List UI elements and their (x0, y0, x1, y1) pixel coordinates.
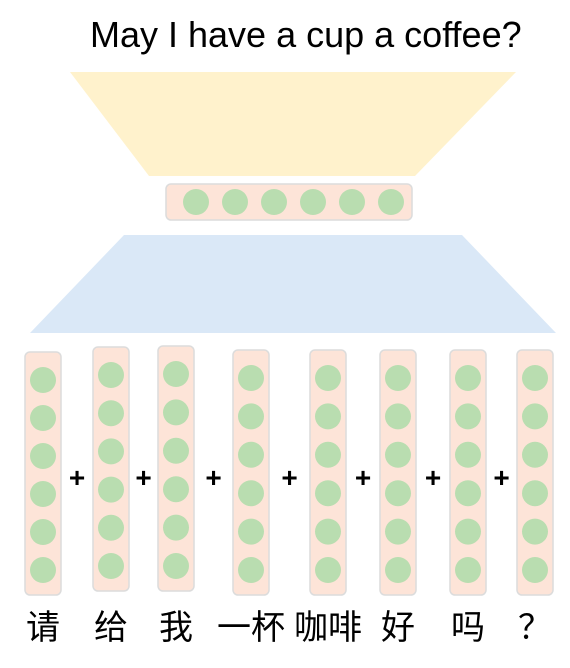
vector-cell (455, 365, 481, 391)
input-word: 给 (94, 608, 128, 648)
vector-cell (238, 557, 264, 583)
vector-cell (183, 189, 209, 215)
vector-cell (385, 518, 411, 545)
vector-cell (163, 476, 189, 503)
vector-cell (163, 437, 189, 464)
vector-cell (300, 189, 326, 215)
plus-sign: + (68, 462, 86, 493)
vector-cell (315, 403, 341, 430)
plus-sign: + (424, 462, 442, 493)
vector-cell (238, 403, 264, 430)
vector-cell (30, 519, 56, 545)
plus-sign: + (493, 462, 510, 493)
vector-cell (385, 480, 411, 507)
word-vectors (24, 345, 554, 596)
vector-cell (522, 403, 548, 430)
vector-cell (261, 189, 287, 215)
vector-cell (30, 443, 56, 469)
vector-cell (30, 405, 56, 431)
vector-cell (522, 441, 548, 468)
vector-cell (238, 518, 264, 545)
input-word: 吗 (451, 608, 485, 648)
vector-cell (315, 480, 341, 507)
vector-cell (163, 514, 189, 541)
vector-cell (238, 480, 264, 507)
vector-cell (455, 518, 481, 545)
vector-cell (98, 438, 124, 465)
vector-cell (455, 480, 481, 507)
input-word: 咖啡 (294, 608, 362, 648)
vector-cell (378, 189, 404, 215)
plus-sign: + (354, 462, 372, 493)
vector-cell (98, 514, 124, 541)
vector-cell (315, 365, 341, 391)
vector-cell (163, 553, 189, 579)
vector-cell (98, 400, 124, 427)
vector-cell (238, 441, 264, 468)
vector-cell (98, 362, 124, 388)
output-sentence: May I have a cup a coffee? (90, 14, 522, 55)
vector-cell (385, 403, 411, 430)
vector-cell (30, 367, 56, 393)
vector-cell (315, 518, 341, 545)
vector-cell (30, 557, 56, 583)
input-word: ？ (518, 608, 552, 648)
vector-cell (385, 557, 411, 583)
input-word: 好 (381, 608, 415, 648)
vector-cell (163, 361, 189, 387)
vector-cell (455, 441, 481, 468)
vector-cell (315, 557, 341, 583)
vector-cell (455, 403, 481, 430)
encoder-trapezoid (30, 235, 556, 333)
plus-sign: + (281, 462, 298, 493)
vector-cell (522, 557, 548, 583)
decoder-trapezoid (70, 72, 516, 176)
vector-cell (98, 553, 124, 579)
vector-cell (385, 365, 411, 391)
plus-sign: + (205, 462, 222, 493)
input-word: 我 (159, 608, 193, 648)
vector-cell (98, 476, 124, 503)
input-word: 一杯 (217, 608, 285, 648)
vector-cell (30, 481, 56, 507)
vector-cell (222, 189, 248, 215)
vector-cell (522, 480, 548, 507)
vector-cell (238, 365, 264, 391)
vector-cell (522, 365, 548, 391)
vector-cell (455, 557, 481, 583)
vector-cell (315, 441, 341, 468)
vector-cell (339, 189, 365, 215)
vector-cell (385, 441, 411, 468)
context-vector (165, 183, 413, 221)
vector-cell (522, 518, 548, 545)
vector-cell (163, 399, 189, 426)
plus-sign: + (135, 462, 152, 493)
input-word: 请 (26, 608, 60, 648)
